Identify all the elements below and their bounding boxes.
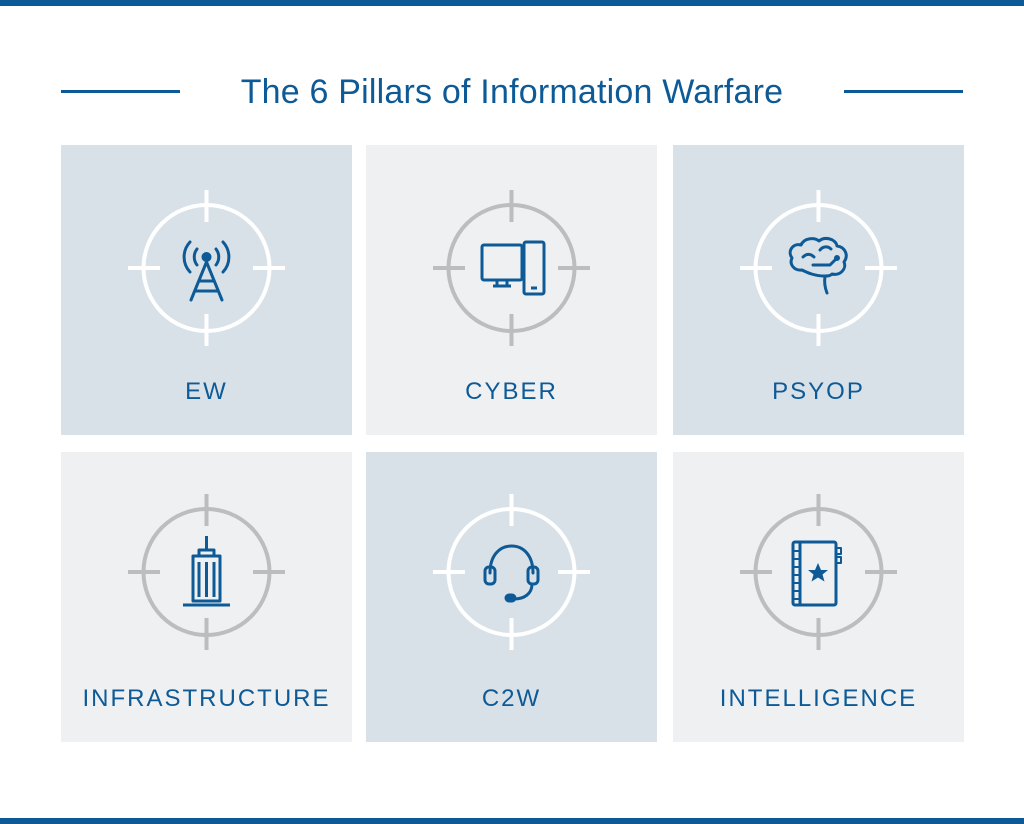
pillar-tile-ew: EW bbox=[61, 145, 352, 435]
pillar-label: EW bbox=[185, 378, 228, 405]
reticle bbox=[128, 494, 285, 650]
pillar-tile-c2w: C2W bbox=[366, 452, 657, 742]
headset-icon bbox=[483, 544, 540, 603]
reticle bbox=[740, 494, 897, 650]
top-border bbox=[0, 0, 1024, 6]
radio-tower-icon bbox=[182, 240, 231, 302]
pillar-tile-cyber: CYBER bbox=[366, 145, 657, 435]
notebook-star-icon bbox=[791, 540, 842, 607]
title-rule-right bbox=[844, 90, 963, 93]
bottom-border bbox=[0, 818, 1024, 824]
pillar-tile-psyop: PSYOP bbox=[673, 145, 964, 435]
computer-devices-icon bbox=[480, 240, 546, 296]
reticle bbox=[128, 190, 285, 346]
reticle bbox=[433, 494, 590, 650]
pillar-label: INFRASTRUCTURE bbox=[82, 685, 331, 712]
page-title: The 6 Pillars of Information Warfare bbox=[240, 73, 784, 111]
title-rule-left bbox=[61, 90, 180, 93]
pillar-label: CYBER bbox=[465, 378, 558, 405]
reticle bbox=[433, 190, 590, 346]
pillar-tile-intelligence: INTELLIGENCE bbox=[673, 452, 964, 742]
header: The 6 Pillars of Information Warfare bbox=[0, 70, 1024, 114]
pillar-label: PSYOP bbox=[772, 378, 865, 405]
pillar-label: INTELLIGENCE bbox=[719, 685, 918, 712]
reticle bbox=[740, 190, 897, 346]
brain-icon bbox=[788, 237, 848, 295]
pillar-label: C2W bbox=[481, 685, 542, 712]
pillar-tile-infrastructure: INFRASTRUCTURE bbox=[61, 452, 352, 742]
skyscraper-icon bbox=[183, 536, 230, 607]
